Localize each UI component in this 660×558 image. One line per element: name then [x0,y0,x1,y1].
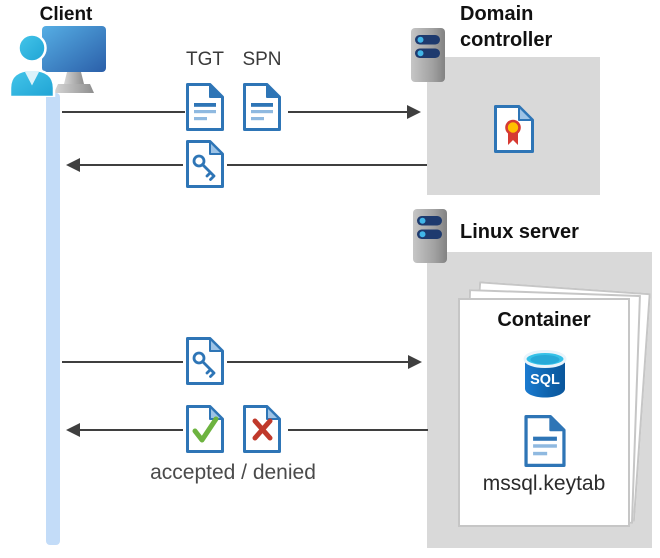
arrow-line [79,164,183,166]
arrow-line [62,361,183,363]
arrow-line [288,429,428,431]
arrow-line [227,164,427,166]
client-title: Client [39,4,93,25]
ticket-key-document-icon [186,140,224,188]
arrowhead-left-icon [66,158,80,172]
arrow-line [62,111,185,113]
keytab-document-icon [524,415,566,467]
certificate-document-icon [494,105,534,153]
keytab-file-label: mssql.keytab [482,472,606,495]
arrow-line [227,361,408,363]
arrow-line [288,111,407,113]
denied-x-document-icon [243,405,281,453]
linux-server-title: Linux server [460,221,579,243]
accepted-denied-label: accepted / denied [150,461,316,484]
spn-label: SPN [242,49,282,70]
arrowhead-right-icon [408,355,422,369]
arrow-line [79,429,183,431]
sql-icon-label: SQL [530,372,560,388]
tgt-label: TGT [186,49,224,70]
server-icon [411,28,445,82]
arrowhead-left-icon [66,423,80,437]
spn-document-icon [243,83,281,131]
tgt-document-icon [186,83,224,131]
client-lifeline [46,93,60,545]
container-card [458,298,630,527]
arrowhead-right-icon [407,105,421,119]
domain-controller-title: Domain controller [460,3,553,51]
sql-database-icon: SQL [523,350,567,398]
user-at-monitor-icon [8,26,106,97]
container-title: Container [497,309,591,331]
server-icon [413,209,447,263]
ticket-key-document-icon [186,337,224,385]
accepted-check-document-icon [186,405,224,453]
